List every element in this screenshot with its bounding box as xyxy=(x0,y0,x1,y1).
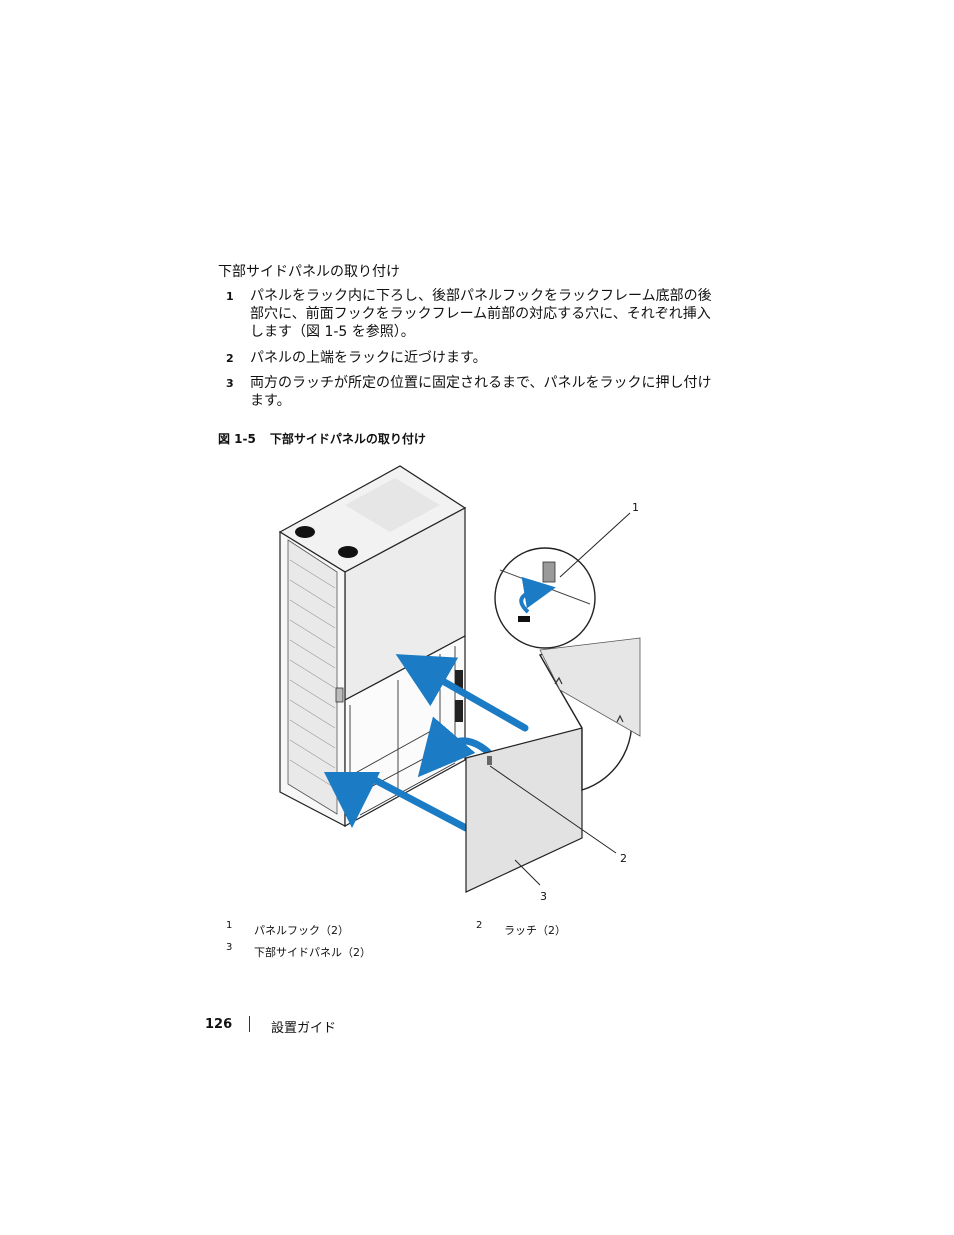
legend-number: 3 xyxy=(226,942,233,953)
step-text: パネルをラック内に下ろし、後部パネルフックをラックフレーム底部の後部穴に、前面フ… xyxy=(250,288,712,340)
step-number: 2 xyxy=(226,352,234,365)
step-number: 3 xyxy=(226,377,234,390)
legend-number: 1 xyxy=(226,920,233,931)
section-heading: 下部サイドパネルの取り付け xyxy=(218,264,400,280)
page-footer: 126 設置ガイド xyxy=(205,1016,405,1036)
legend-item: 2 ラッチ（2） xyxy=(476,920,696,938)
step-number: 1 xyxy=(226,290,234,303)
document-title: 設置ガイド xyxy=(271,1021,337,1036)
step-3: 3 両方のラッチが所定の位置に固定されるまで、パネルをラックに押し付けます。 xyxy=(226,374,716,412)
legend-label: ラッチ（2） xyxy=(504,924,566,937)
callout-2: 2 xyxy=(620,852,627,865)
page-number: 126 xyxy=(205,1017,233,1032)
figure-title: 下部サイドパネルの取り付け xyxy=(269,432,426,446)
step-2: 2 パネルの上端をラックに近づけます。 xyxy=(226,349,716,369)
callout-3: 3 xyxy=(540,890,547,903)
step-text: パネルの上端をラックに近づけます。 xyxy=(250,350,487,366)
figure-caption: 図 1-5 下部サイドパネルの取り付け xyxy=(218,430,426,447)
step-1: 1 パネルをラック内に下ろし、後部パネルフックをラックフレーム底部の後部穴に、前… xyxy=(226,287,716,345)
legend-item: 1 パネルフック（2） xyxy=(226,920,446,938)
legend-label: 下部サイドパネル（2） xyxy=(254,946,371,959)
footer-separator xyxy=(249,1016,250,1032)
legend-number: 2 xyxy=(476,920,483,931)
legend-item: 3 下部サイドパネル（2） xyxy=(226,942,446,960)
step-text: 両方のラッチが所定の位置に固定されるまで、パネルをラックに押し付けます。 xyxy=(250,375,712,409)
figure-number: 図 1-5 xyxy=(218,432,256,446)
legend-label: パネルフック（2） xyxy=(254,924,349,937)
callout-1: 1 xyxy=(632,501,639,514)
